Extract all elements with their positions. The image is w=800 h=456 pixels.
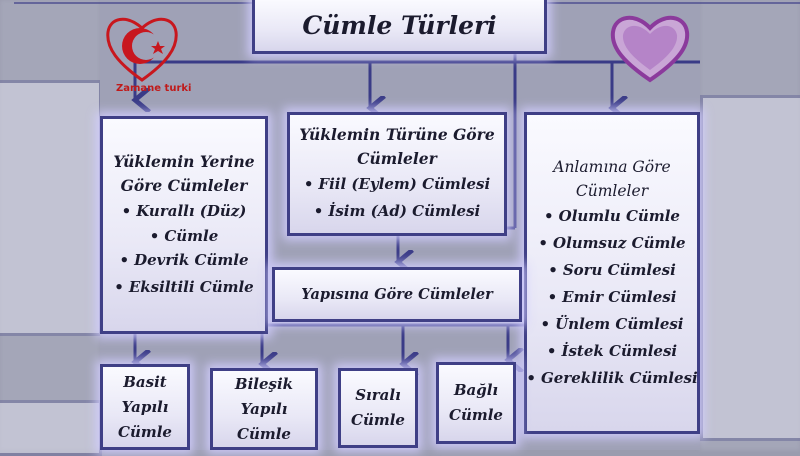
list-item: İstek Cümlesi — [547, 338, 677, 365]
list-item: Olumsuz Cümle — [538, 230, 686, 257]
heading-yuklemin-yerine-1: Yüklemin Yerine — [113, 151, 255, 171]
logo — [100, 8, 185, 103]
crescent-star-heart-icon — [106, 17, 178, 82]
list-item: Devrik Cümle — [119, 247, 248, 274]
leaf-line: Yapılı — [240, 399, 288, 418]
heart-icon — [610, 16, 690, 83]
heading-anlamina-2: Cümleler — [575, 181, 649, 200]
leaf-line: Cümle — [449, 406, 503, 424]
leaf-line: Yapılı — [121, 397, 169, 416]
list-item: Soru Cümlesi — [548, 257, 676, 284]
title-box: Cümle Türleri — [252, 0, 547, 54]
leaf-bilesik: Bileşik Yapılı Cümle — [210, 368, 318, 450]
leaf-bagli: Bağlı Cümle — [436, 362, 516, 444]
logo-text: Zamane turki — [116, 83, 192, 94]
list-item: Kurallı (Düz) — [122, 198, 246, 225]
diagram-title: Cümle Türleri — [302, 11, 497, 40]
list-item: Olumlu Cümle — [544, 203, 680, 230]
leaf-line: Cümle — [118, 422, 172, 441]
ghost-box-right — [700, 95, 800, 441]
box-yapisina: Yapısına Göre Cümleler — [272, 267, 522, 322]
box-yuklemin-yerine: Yüklemin Yerine Göre Cümleler Kurallı (D… — [100, 116, 268, 334]
leaf-basit: Basit Yapılı Cümle — [100, 364, 190, 450]
list-item: Eksiltili Cümle — [114, 274, 254, 301]
leaf-sirali: Sıralı Cümle — [338, 368, 418, 448]
list-item: Gereklilik Cümlesi — [526, 365, 698, 392]
list-item: İsim (Ad) Cümlesi — [314, 198, 480, 225]
leaf-line: Bağlı — [453, 381, 499, 399]
list-item: Fiil (Eylem) Cümlesi — [304, 171, 490, 198]
leaf-line: Cümle — [351, 411, 405, 429]
leaf-line: Sıralı — [355, 386, 401, 404]
list-item-continuation: Cümle — [150, 225, 218, 247]
heading-yuklemin-yerine-2: Göre Cümleler — [120, 175, 248, 195]
leaf-line: Cümle — [237, 424, 291, 443]
leaf-line: Basit — [123, 372, 167, 391]
box-anlamina: Anlamına Göre Cümleler Olumlu Cümle Olum… — [524, 112, 700, 434]
heading-yuklemin-turune-2: Cümleler — [357, 149, 437, 168]
heading-yuklemin-turune-1: Yüklemin Türüne Göre — [299, 125, 495, 144]
heading-anlamina-1: Anlamına Göre — [553, 157, 671, 176]
box-yuklemin-turune: Yüklemin Türüne Göre Cümleler Fiil (Eyle… — [287, 112, 507, 236]
list-item: Emir Cümlesi — [548, 284, 676, 311]
yapisina-label: Yapısına Göre Cümleler — [301, 286, 493, 303]
ghost-box-left — [0, 80, 102, 336]
leaf-line: Bileşik — [234, 374, 294, 393]
list-item: Ünlem Cümlesi — [540, 311, 683, 338]
